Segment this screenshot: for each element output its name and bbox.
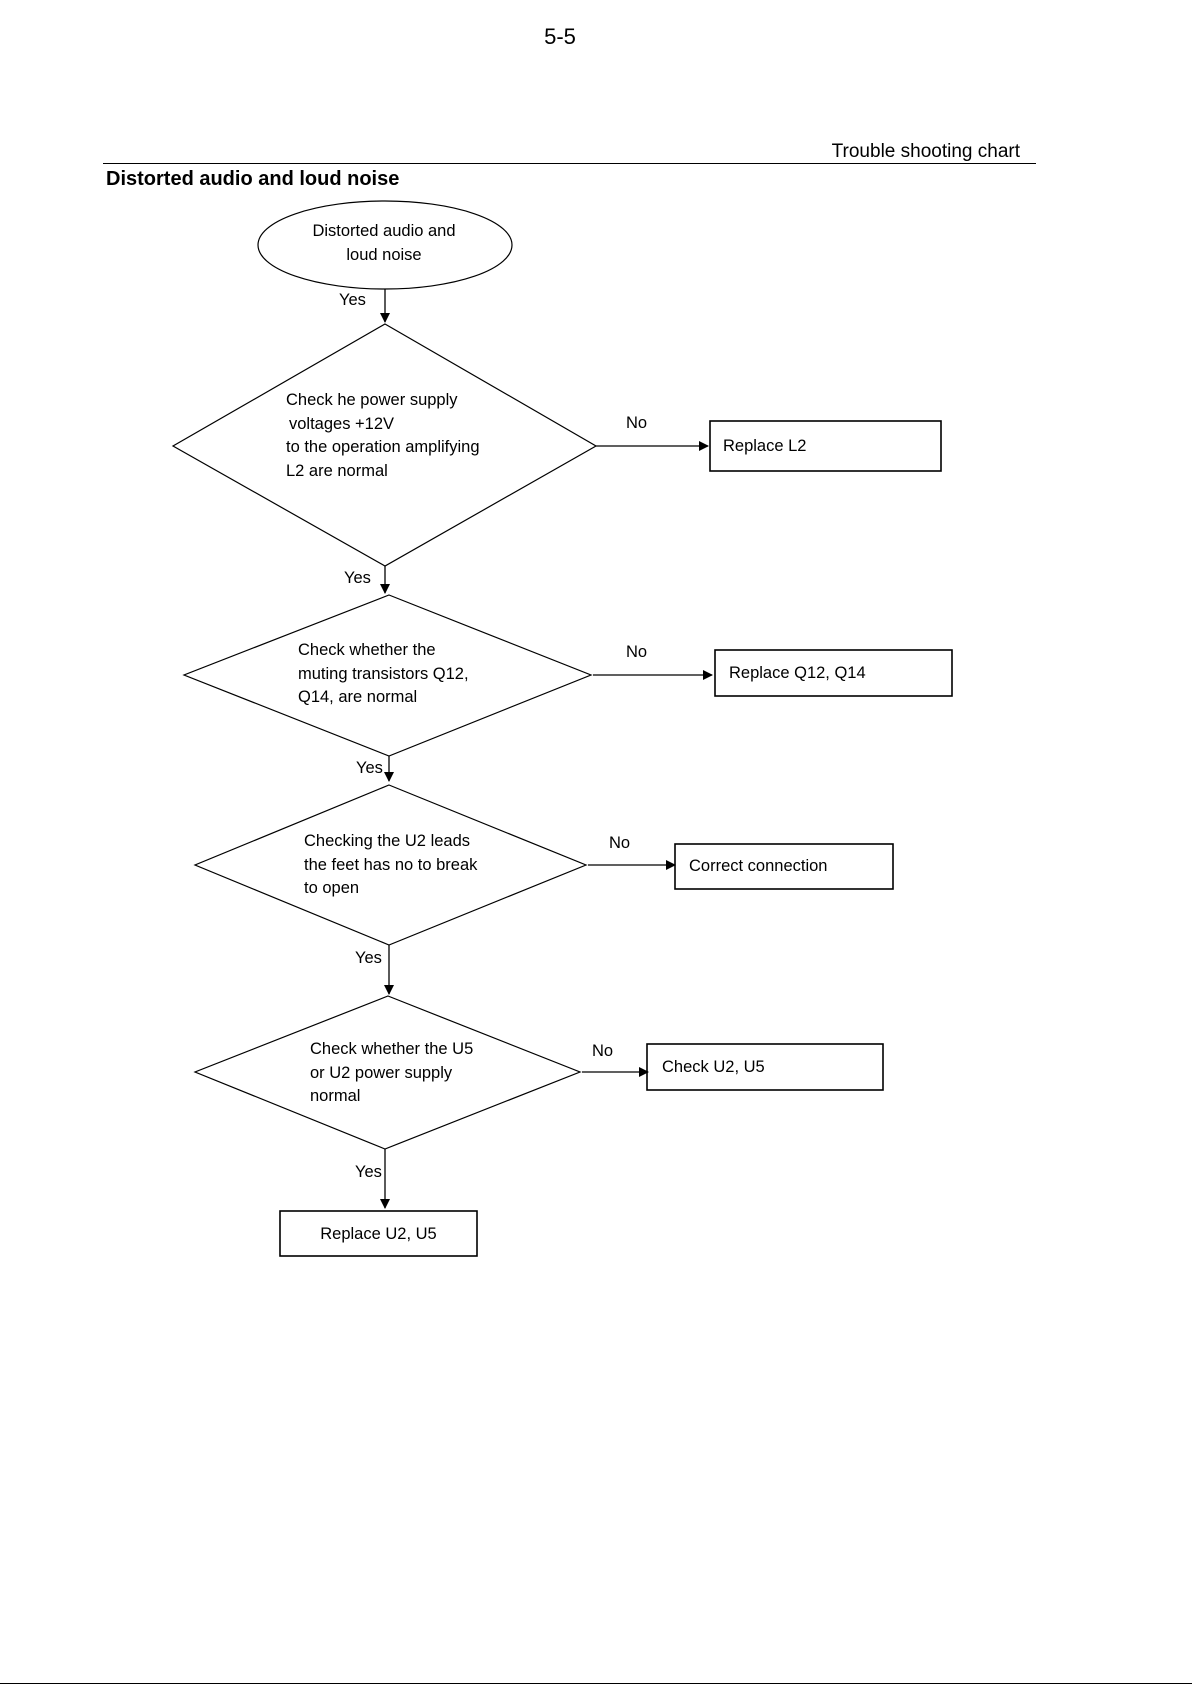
- decision-3-diamond: [193, 784, 588, 946]
- decision-2-text: Check whether the muting transistors Q12…: [298, 639, 488, 710]
- decision-3-line: the feet has no to break: [304, 855, 478, 874]
- action-3-box: [674, 843, 894, 890]
- decision-4-line: normal: [310, 1087, 361, 1105]
- start-node-label: Distorted audio and loud noise: [312, 222, 456, 264]
- decision-4-line: Check whether the U5: [310, 1040, 474, 1058]
- decision-2-line: Check whether the: [298, 641, 436, 659]
- no-label: No: [592, 1042, 614, 1060]
- decision-1-line: voltages +12V: [289, 414, 395, 433]
- action-4-box: [646, 1043, 884, 1091]
- no-label: No: [626, 414, 648, 432]
- decision-3-text: Checking the U2 leads the feet has no to…: [304, 830, 485, 901]
- decision-2-line: Q14, are normal: [298, 688, 418, 706]
- yes-label: Yes: [355, 949, 382, 967]
- yes-label: Yes: [356, 759, 383, 777]
- no-label: No: [626, 643, 648, 661]
- decision-1-line: to the operation amplifying: [286, 438, 480, 456]
- end-label: Replace U2, U5: [320, 1225, 437, 1243]
- decision-1-line: L2 are normal: [286, 461, 388, 480]
- decision-3-line: to open: [304, 879, 360, 897]
- no-label: No: [609, 834, 631, 852]
- action-4-label: Check U2, U5: [662, 1058, 765, 1076]
- decision-1-text: Check he power supply voltages +12V to t…: [286, 389, 484, 483]
- decision-1-diamond: [171, 323, 598, 567]
- action-2-label: Replace Q12, Q14: [729, 664, 866, 682]
- section-header: Trouble shooting chart: [831, 141, 1020, 162]
- decision-4-text: Check whether the U5 or U2 power supply …: [310, 1038, 486, 1109]
- end-box: [279, 1210, 478, 1257]
- decision-2-diamond: [182, 594, 593, 757]
- action-1-box: [709, 420, 942, 472]
- header-divider: [103, 163, 1036, 164]
- decision-3-line: Checking the U2 leads: [304, 832, 471, 850]
- page-title: Distorted audio and loud noise: [106, 168, 400, 190]
- footer-divider: [0, 1683, 1192, 1684]
- decision-2-line: muting transistors Q12,: [298, 664, 469, 683]
- action-1-label: Replace L2: [723, 437, 807, 455]
- action-2-box: [714, 649, 953, 697]
- page-number: 5-5: [544, 24, 576, 49]
- decision-1-line: Check he power supply: [286, 391, 458, 409]
- yes-label: Yes: [344, 569, 371, 587]
- yes-label: Yes: [339, 291, 366, 309]
- decision-4-line: or U2 power supply: [310, 1063, 453, 1082]
- action-3-label: Correct connection: [689, 857, 828, 875]
- decision-4-diamond: [193, 995, 582, 1150]
- yes-label: Yes: [355, 1163, 382, 1181]
